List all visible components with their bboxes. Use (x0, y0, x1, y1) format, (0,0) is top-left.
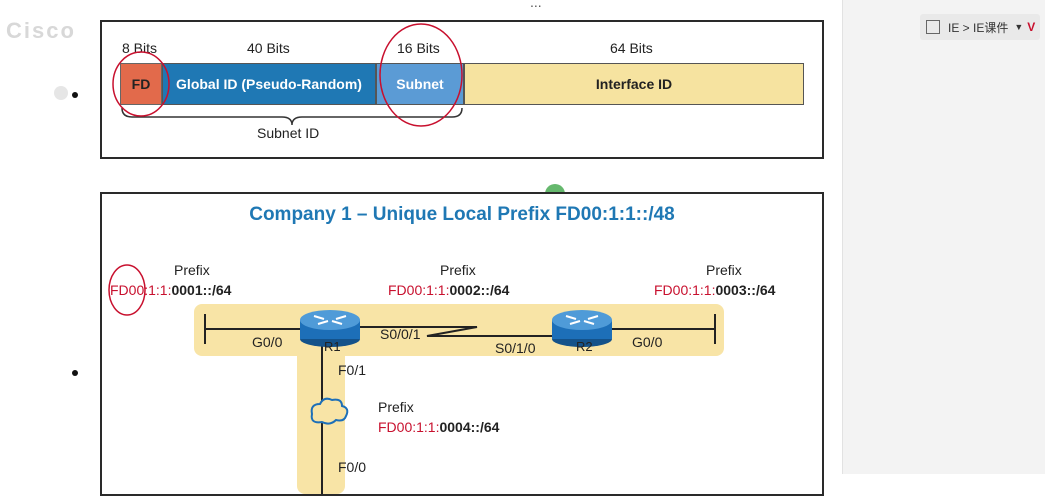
prefix-value-1: FD00:1:1:0001::/64 (110, 282, 232, 298)
bits-label-global: 40 Bits (247, 40, 290, 56)
breadcrumb-label: IE > IE课件 (948, 20, 1009, 35)
field-interface-id: Interface ID (464, 63, 804, 105)
prefix-label-2: Prefix (440, 262, 476, 278)
router-r2-label: R2 (576, 339, 593, 354)
watermark-text: Cisco (6, 18, 76, 43)
list-bullet (72, 92, 78, 98)
prefix-value-4: FD00:1:1:0004::/64 (378, 419, 500, 435)
router-r1-label: R1 (324, 339, 341, 354)
serial-link (342, 326, 572, 337)
breadcrumb[interactable]: IE > IE课件 ▼ V (920, 14, 1040, 40)
list-bullet (72, 370, 78, 376)
iface-r1-f01: F0/1 (338, 362, 367, 378)
topology-diagram (108, 264, 716, 494)
ula-format-figure: 8 Bits 40 Bits 16 Bits 64 Bits FD Global… (100, 20, 824, 159)
handwritten-circle-fd (112, 51, 170, 117)
notebook-icon (926, 20, 940, 34)
field-subnet: Subnet (376, 63, 464, 105)
prefix-label-1: Prefix (174, 262, 210, 278)
bits-label-interface: 64 Bits (610, 40, 653, 56)
chevron-down-icon: ▼ (1014, 22, 1024, 32)
subnet-id-label: Subnet ID (257, 125, 320, 141)
bits-label-fd: 8 Bits (122, 40, 158, 56)
prefix-value-3: FD00:1:1:0003::/64 (654, 282, 776, 298)
subnet-id-brace (121, 107, 463, 126)
iface-r2-s010: S0/1/0 (495, 340, 536, 356)
iface-r1-f00: F0/0 (338, 459, 367, 475)
iface-r1-g00: G0/0 (252, 334, 283, 350)
iface-r2-g00: G0/0 (632, 334, 663, 350)
annotation-layer (112, 23, 463, 127)
laser-pointer-dot (54, 86, 68, 100)
prefix-value-2: FD00:1:1:0002::/64 (388, 282, 510, 298)
field-fd: FD (120, 63, 162, 105)
topology-figure: Company 1 – Unique Local Prefix FD00:1:1… (100, 192, 824, 496)
bits-label-subnet: 16 Bits (397, 40, 440, 56)
handwritten-circle-fd-prefix (108, 264, 146, 316)
switch-cloud-icon (310, 397, 349, 425)
topology-title: Company 1 – Unique Local Prefix FD00:1:1… (249, 204, 675, 225)
router-r2-icon (552, 310, 612, 347)
brand-logo-icon: V (1027, 20, 1036, 34)
handwritten-circle-subnet (379, 23, 463, 127)
iface-r1-s001: S0/0/1 (380, 326, 421, 342)
field-global-id: Global ID (Pseudo-Random) (162, 63, 376, 105)
prefix-label-4: Prefix (378, 399, 414, 415)
prefix-label-3: Prefix (706, 262, 742, 278)
more-menu-icon[interactable]: ... (530, 0, 542, 10)
side-panel (842, 0, 1045, 474)
router-r1-icon (300, 310, 360, 347)
